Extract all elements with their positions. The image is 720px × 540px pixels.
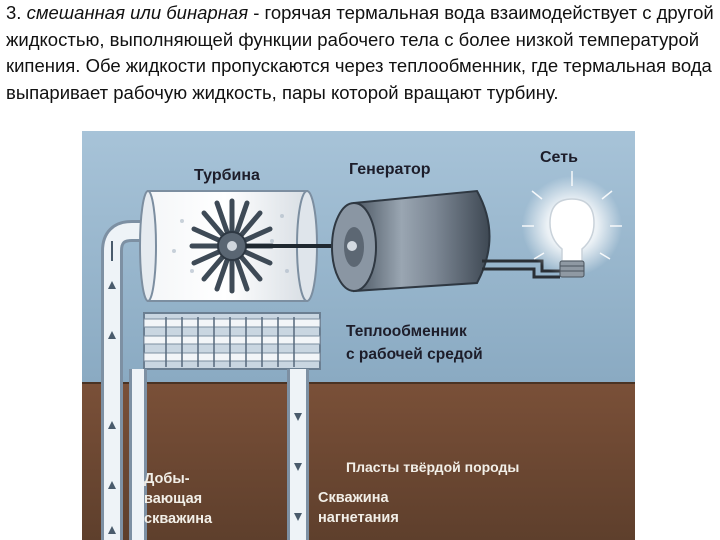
light-bulb bbox=[522, 171, 622, 278]
label-injection-line1: Скважина bbox=[318, 490, 389, 506]
type-name: смешанная или бинарная bbox=[26, 2, 249, 23]
turbine-rotor bbox=[189, 198, 275, 294]
production-well-pipe bbox=[101, 220, 148, 540]
label-injection-well: Скважина нагнетания bbox=[318, 488, 399, 528]
binary-plant-diagram bbox=[82, 131, 635, 540]
label-generator: Генератор bbox=[349, 161, 431, 178]
label-heat-exchanger: Теплообменник с рабочей средой bbox=[346, 320, 483, 366]
ground-layer bbox=[82, 383, 635, 540]
label-production-well: Добы- вающая скважина bbox=[144, 469, 212, 529]
label-heat-exchanger-line2: с рабочей средой bbox=[346, 346, 483, 363]
heat-exchanger bbox=[143, 312, 321, 370]
label-injection-line2: нагнетания bbox=[318, 510, 399, 526]
label-network: Сеть bbox=[540, 149, 578, 166]
label-turbine: Турбина bbox=[194, 167, 260, 184]
description-body: - горячая термальная вода взаимодействуе… bbox=[6, 2, 714, 103]
injection-well-pipe bbox=[287, 369, 309, 540]
label-heat-exchanger-line1: Теплообменник bbox=[346, 323, 467, 340]
generator bbox=[331, 189, 491, 293]
label-production-line3: скважина bbox=[144, 511, 213, 527]
description-text: 3. смешанная или бинарная - горячая терм… bbox=[6, 0, 718, 106]
label-production-line2: вающая bbox=[144, 491, 203, 507]
item-number: 3. bbox=[6, 2, 27, 23]
label-rock-layers: Пласты твёрдой породы bbox=[346, 459, 520, 475]
label-production-line1: Добы- bbox=[144, 471, 190, 487]
